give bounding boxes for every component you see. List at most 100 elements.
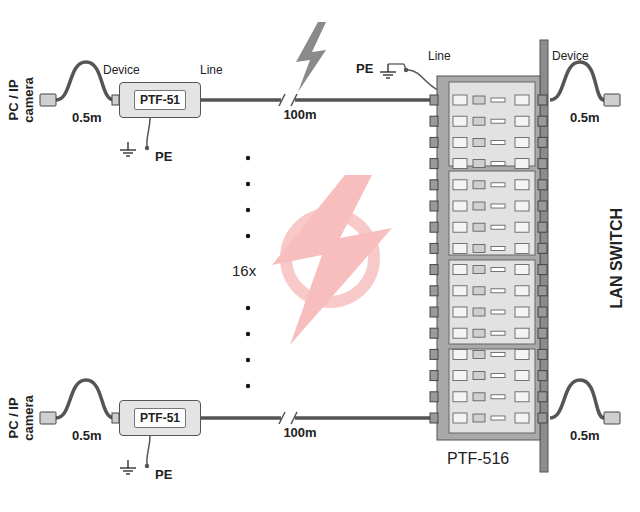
cable-break: [279, 94, 297, 106]
port-socket: [453, 243, 467, 253]
port-socket: [515, 243, 529, 253]
port-socket: [453, 392, 467, 402]
port-socket: [453, 95, 467, 105]
port-socket: [515, 349, 529, 359]
component: [473, 160, 485, 168]
cable-length: 100m: [281, 107, 318, 122]
cable-length: 0.5m: [570, 111, 600, 126]
ground-symbol: [120, 460, 136, 474]
component: [473, 287, 485, 295]
port-socket: [515, 180, 529, 190]
dot: [246, 156, 250, 160]
cable-length: 100m: [281, 425, 318, 440]
ground-symbol: [120, 142, 136, 156]
cable-break: [279, 412, 297, 424]
rj45-port: [430, 371, 438, 381]
stroke: [383, 74, 393, 75]
lightning-bolt: [296, 22, 326, 92]
port-socket: [515, 392, 529, 402]
port-socket: [453, 286, 467, 296]
rj45-plug: [604, 412, 620, 424]
rj45-port: [430, 286, 438, 296]
rj45-port: [430, 137, 438, 147]
stroke: [404, 64, 406, 70]
rj45-plug: [40, 94, 56, 106]
resistor-symbol: [491, 246, 505, 250]
component: [473, 202, 485, 210]
patch-cable: [550, 380, 604, 418]
port-label: Line: [200, 64, 223, 78]
resistor-symbol: [491, 374, 505, 378]
port-socket: [453, 328, 467, 338]
rj45-port: [538, 116, 547, 126]
dot: [246, 234, 250, 238]
break-mark: [279, 412, 285, 424]
pe-label: PE: [155, 468, 172, 483]
screws: [123, 87, 196, 433]
rj45-port: [430, 413, 438, 423]
port-socket: [453, 180, 467, 190]
port-socket: [515, 328, 529, 338]
port-socket: [515, 95, 529, 105]
rj45-port: [430, 95, 438, 105]
pe-wire: [408, 70, 438, 90]
count-label: 16x: [232, 262, 256, 279]
protection-module: [449, 349, 535, 433]
device-label: PC / IP camera: [7, 67, 37, 133]
rj45-port: [430, 349, 438, 359]
pe-wire: [147, 436, 150, 464]
resistor-symbol: [491, 183, 505, 187]
rj45-port: [538, 159, 547, 169]
port-socket: [453, 349, 467, 359]
resistor-symbol: [491, 162, 505, 166]
stroke: [380, 71, 396, 72]
resistor-symbol: [491, 225, 505, 229]
port-label: Device: [103, 64, 140, 78]
stroke: [386, 77, 390, 78]
pe-label: PE: [356, 62, 373, 77]
rj45-port: [538, 222, 547, 232]
rj45-port: [430, 392, 438, 402]
rj45-port: [430, 222, 438, 232]
port-socket: [515, 222, 529, 232]
stroke: [126, 473, 130, 474]
resistor-symbol: [491, 310, 505, 314]
ground-symbol: [380, 64, 406, 78]
protection-module: [449, 171, 535, 255]
component: [473, 350, 485, 358]
stroke: [120, 467, 136, 468]
port-socket: [515, 286, 529, 296]
resistor-symbol: [491, 204, 505, 208]
surge-protection-panel: PTF-516: [437, 76, 540, 474]
rj45-port: [538, 95, 547, 105]
component: [473, 266, 485, 274]
pe-label: PE: [155, 150, 172, 165]
rj45-port: [538, 371, 547, 381]
port-socket: [453, 222, 467, 232]
rj45-port: [538, 201, 547, 211]
port-label: Line: [428, 50, 451, 64]
rj45-port: [538, 243, 547, 253]
rj45-port: [430, 116, 438, 126]
port-socket: [453, 265, 467, 275]
port-socket: [453, 307, 467, 317]
rj45-port: [430, 328, 438, 338]
stroke: [123, 152, 133, 153]
pe-wire: [147, 118, 150, 146]
dot: [246, 208, 250, 212]
network-cable: [201, 416, 437, 420]
stroke: [127, 460, 128, 468]
dot: [246, 358, 250, 362]
rj45-port: [538, 392, 547, 402]
resistor-symbol: [491, 395, 505, 399]
rj45-port: [538, 137, 547, 147]
rj45-port: [430, 159, 438, 169]
dot: [246, 182, 250, 186]
port-socket: [453, 413, 467, 423]
device-label: PC / IP camera: [7, 385, 37, 451]
rj45-plug: [112, 413, 119, 423]
resistor-symbol: [491, 140, 505, 144]
port-socket: [515, 307, 529, 317]
rj45-port: [430, 201, 438, 211]
